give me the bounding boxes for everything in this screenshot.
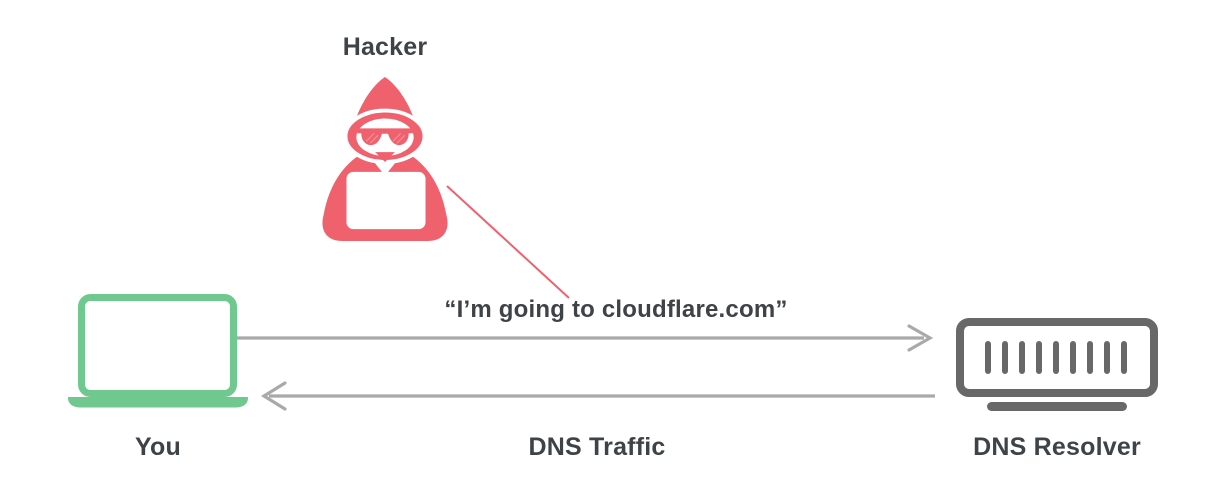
server-icon <box>956 318 1158 411</box>
laptop-icon <box>68 294 248 408</box>
dns-query-text: “I’m going to cloudflare.com” <box>444 296 788 323</box>
dns-resolver-label: DNS Resolver <box>973 433 1141 461</box>
hacker-label: Hacker <box>342 33 428 61</box>
response-arrow <box>260 381 935 411</box>
hacker-icon <box>322 76 448 242</box>
you-label: You <box>135 433 181 461</box>
dns-traffic-label: DNS Traffic <box>528 433 666 461</box>
query-arrow <box>237 324 934 352</box>
eavesdrop-line <box>446 185 570 299</box>
